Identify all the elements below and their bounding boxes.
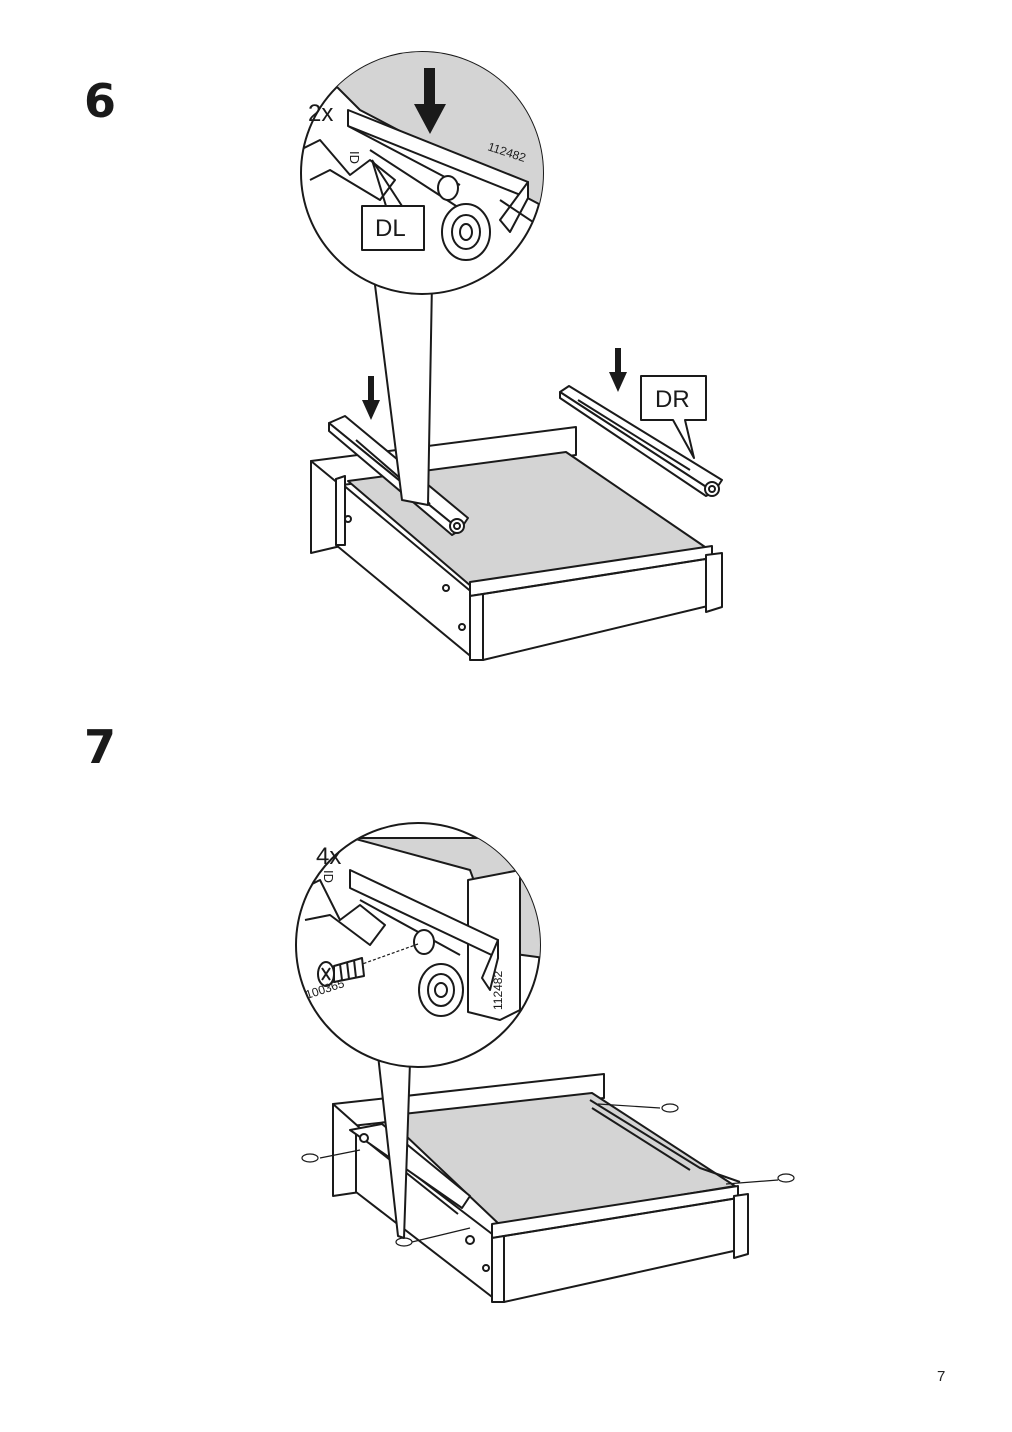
arrow-down-dr-icon <box>609 348 627 392</box>
quantity-2x-label: 2x <box>308 100 333 127</box>
drawer-front-panel <box>469 545 723 661</box>
page-number: 7 <box>937 1368 946 1385</box>
dl-label-text: DL <box>375 215 406 242</box>
screw-icon <box>395 1237 413 1247</box>
detail-magnifier-6: ID <box>300 51 544 506</box>
step-7-figure: ID <box>295 822 795 1303</box>
detail-magnifier-7: ID <box>295 822 541 1239</box>
step-7-number: 7 <box>84 720 117 774</box>
svg-text:ID: ID <box>347 151 362 164</box>
screws-7 <box>301 1103 795 1247</box>
arrow-down-large-icon <box>414 68 446 134</box>
arrow-down-dl-icon <box>362 376 380 420</box>
part-number-112482-7: 112482 <box>491 971 505 1010</box>
quantity-4x-label: 4x <box>316 843 341 870</box>
dr-callout <box>640 375 707 459</box>
rail-dr <box>559 385 723 497</box>
svg-text:ID: ID <box>321 870 336 883</box>
step-6-figure: ID <box>300 51 723 661</box>
dr-label-text: DR <box>655 386 690 413</box>
rail-right-7 <box>589 1099 741 1183</box>
drawer-front-panel-7 <box>491 1185 749 1303</box>
screw-icon <box>301 1153 319 1163</box>
dl-label-box <box>361 159 425 251</box>
screw-icon <box>777 1173 795 1183</box>
screw-icon <box>661 1103 679 1113</box>
step-6-number: 6 <box>84 74 117 128</box>
